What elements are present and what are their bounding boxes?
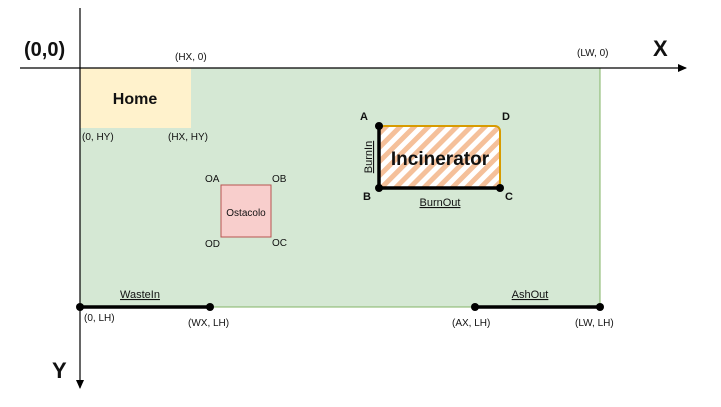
obstacle-box [220, 184, 272, 238]
obstacle-corner-ob: OB [272, 174, 287, 185]
incinerator-corner-c: C [505, 191, 513, 203]
incinerator-point-c [496, 184, 504, 192]
burn-out-label: BurnOut [420, 197, 461, 209]
y-axis-label: Y [52, 358, 67, 383]
x-axis-label: X [653, 36, 668, 61]
home-bottom-left-label: (0, HY) [82, 132, 114, 143]
obstacle-corner-oa: OA [205, 174, 220, 185]
incinerator-corner-d: D [502, 111, 510, 123]
incinerator-label: Incinerator [391, 149, 490, 170]
home-area [80, 68, 191, 128]
waste-in-end-label: (WX, LH) [188, 318, 229, 329]
home-label: Home [113, 91, 158, 108]
obstacle-corner-oc: OC [272, 238, 287, 249]
obstacle-label: Ostacolo [226, 208, 266, 219]
ash-out-start-label: (AX, LH) [452, 318, 490, 329]
waste-in-start-point [76, 303, 84, 311]
field-bottom-right-label: (LW, LH) [575, 318, 614, 329]
incinerator-point-a [375, 122, 383, 130]
incinerator-corner-a: A [360, 111, 368, 123]
home-bottom-right-label: (HX, HY) [168, 132, 208, 143]
incinerator-corner-b: B [363, 191, 371, 203]
ash-out-start-point [471, 303, 479, 311]
field-bottom-left-label: (0, LH) [84, 313, 115, 324]
incinerator-point-b [375, 184, 383, 192]
ash-out-label: AshOut [512, 289, 549, 301]
obstacle-corner-od: OD [205, 239, 220, 250]
ash-out-end-point [596, 303, 604, 311]
field-top-right-label: (LW, 0) [577, 48, 608, 59]
burn-in-label: BurnIn [363, 141, 375, 173]
waste-in-label: WasteIn [120, 289, 160, 301]
origin-label: (0,0) [24, 39, 65, 61]
waste-in-end-point [206, 303, 214, 311]
home-top-right-label: (HX, 0) [175, 52, 207, 63]
